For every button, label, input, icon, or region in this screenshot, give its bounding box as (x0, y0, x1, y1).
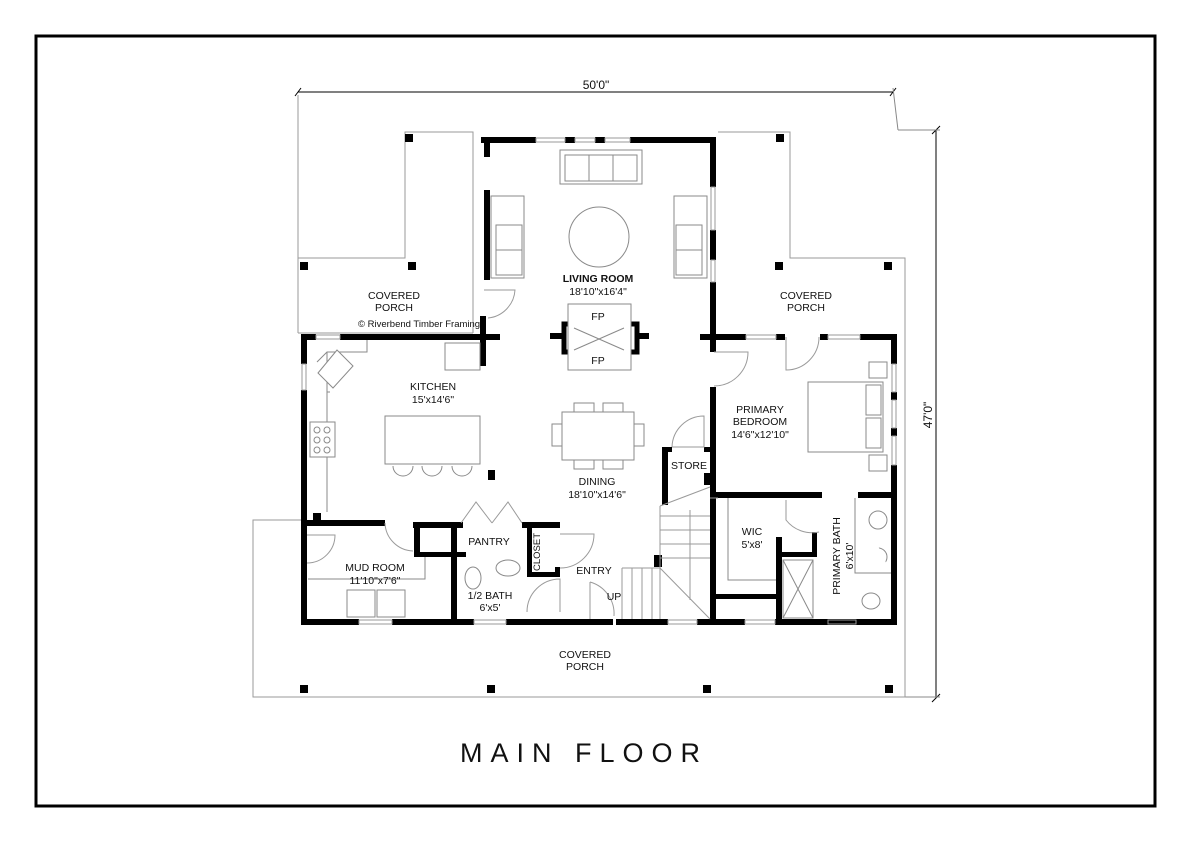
porch-right-label-2: PORCH (787, 302, 825, 314)
bedroom-label: PRIMARY (736, 404, 784, 416)
kitchen-size: 15'x14'6" (412, 394, 454, 406)
entry-label: ENTRY (576, 565, 611, 577)
depth-dimension: 47'0" (921, 402, 935, 429)
store-label: STORE (671, 460, 707, 472)
dining-label: DINING (579, 476, 616, 488)
porch-left-label: COVERED (368, 290, 420, 302)
porch-front-label-2: PORCH (566, 661, 604, 673)
dimension-lines (294, 87, 941, 703)
fireplace-label-bottom: FP (591, 355, 604, 367)
fireplace-label-top: FP (591, 311, 604, 323)
door-swings (306, 289, 820, 619)
half-bath-label: 1/2 BATH (468, 590, 513, 602)
porch-outlines (252, 95, 906, 698)
kitchen-label: KITCHEN (410, 381, 456, 393)
copyright-text: © Riverbend Timber Framing (358, 319, 480, 330)
staircase (621, 486, 711, 620)
primary-bath-size: 6'x10' (844, 543, 856, 570)
primary-bath-label: PRIMARY BATH (831, 517, 843, 595)
wic-label: WIC (742, 526, 763, 538)
wic-size: 5'x8' (742, 539, 763, 551)
dining-size: 18'10"x14'6" (568, 489, 626, 501)
walls (301, 137, 897, 625)
closet-label: CLOSET (532, 533, 543, 571)
mud-room-size: 11'10"x7'6" (350, 575, 401, 587)
porch-front-label: COVERED (559, 649, 611, 661)
porch-columns (300, 134, 893, 693)
bedroom-label-2: BEDROOM (733, 416, 787, 428)
bedroom-size: 14'6"x12'10" (731, 429, 789, 441)
living-room-label: LIVING ROOM (563, 273, 634, 285)
living-room-size: 18'10"x16'4" (569, 286, 627, 298)
room-labels: COVERED PORCH © Riverbend Timber Framing… (345, 273, 856, 673)
windows (301, 137, 897, 625)
porch-left-label-2: PORCH (375, 302, 413, 314)
drawing-border (34, 34, 1157, 808)
plan-title: MAIN FLOOR (460, 738, 708, 768)
half-bath-size: 6'x5' (480, 602, 501, 614)
mud-room-label: MUD ROOM (345, 562, 405, 574)
furniture (308, 149, 891, 619)
width-dimension: 50'0" (583, 78, 610, 92)
pantry-label: PANTRY (468, 536, 510, 548)
stairs-up-label: UP (607, 591, 622, 603)
porch-right-label: COVERED (780, 290, 832, 302)
